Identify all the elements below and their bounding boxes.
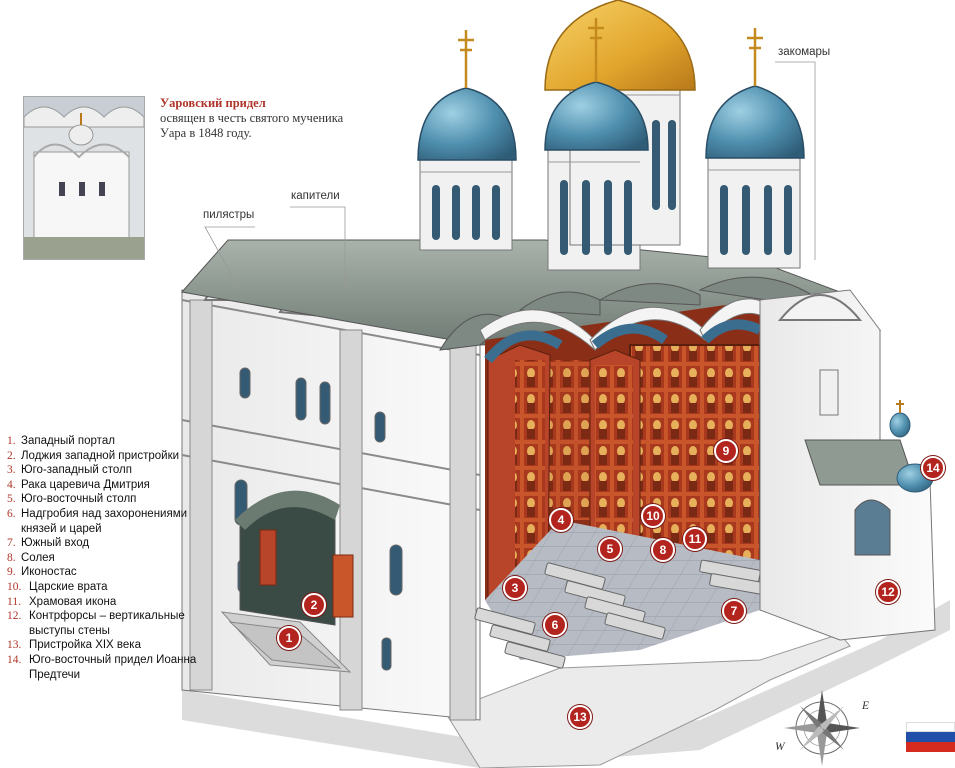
tombs bbox=[474, 559, 766, 669]
label-pilyastry: пилястры bbox=[203, 209, 255, 221]
marker-8: 8 bbox=[651, 538, 675, 562]
legend-num: 8. bbox=[7, 551, 16, 564]
legend-num: 9. bbox=[7, 566, 16, 579]
marker-1: 1 bbox=[277, 626, 301, 650]
marker-5: 5 bbox=[598, 537, 622, 561]
legend-text: Рака царевича Дмитрия bbox=[21, 478, 150, 491]
legend-item: 7. Южный вход bbox=[7, 536, 222, 551]
legend-text: Юго-восточный придел Иоанна Предтечи bbox=[29, 653, 197, 681]
legend-text: Царские врата bbox=[29, 580, 108, 593]
legend-item: 10. Царские врата bbox=[7, 580, 222, 595]
legend-num: 7. bbox=[7, 537, 16, 550]
annex-13 bbox=[444, 633, 851, 768]
marker-13: 13 bbox=[568, 705, 592, 729]
gold-dome bbox=[544, 0, 696, 91]
blue-dome-west bbox=[417, 87, 517, 161]
marker-12: 12 bbox=[876, 580, 900, 604]
legend-text: Иконостас bbox=[21, 566, 77, 579]
legend-num: 14. bbox=[7, 653, 22, 666]
legend-text: Солея bbox=[21, 551, 55, 564]
flag-stripe-white bbox=[906, 722, 955, 732]
legend: 1. Западный портал 2. Лоджия западной прис… bbox=[7, 434, 222, 682]
legend-text: Юго-восточный столп bbox=[21, 493, 137, 506]
legend-num: 1. bbox=[7, 435, 16, 447]
legend-num: 6. bbox=[7, 507, 16, 520]
marker-14: 14 bbox=[921, 456, 945, 480]
blue-dome-center bbox=[544, 81, 649, 151]
legend-item: 1. Западный портал bbox=[7, 434, 222, 449]
blue-dome-east bbox=[705, 85, 805, 159]
legend-num: 13. bbox=[7, 639, 22, 652]
marker-6: 6 bbox=[543, 613, 567, 637]
compass-rose bbox=[784, 690, 860, 766]
legend-item: 6. Надгробия над захоронениями князей и ц… bbox=[7, 507, 222, 536]
legend-num: 3. bbox=[7, 464, 16, 477]
legend-item: 2. Лоджия западной пристройки bbox=[7, 449, 222, 464]
legend-num: 2. bbox=[7, 449, 16, 462]
marker-10: 10 bbox=[641, 504, 665, 528]
legend-num: 10. bbox=[7, 580, 22, 593]
legend-item: 8. Солея bbox=[7, 551, 222, 566]
legend-item: 9. Иконостас bbox=[7, 565, 222, 580]
uar-chapel-callout: Уаровский придел освящен в честь святого… bbox=[160, 96, 350, 141]
legend-num: 5. bbox=[7, 493, 16, 506]
compass-w: W bbox=[775, 741, 785, 753]
legend-text: Южный вход bbox=[21, 537, 90, 550]
crosses bbox=[458, 18, 763, 88]
flag-stripe-red bbox=[906, 742, 955, 752]
marker-9: 9 bbox=[714, 439, 738, 463]
chapel-photo-image bbox=[24, 97, 144, 259]
legend-text: Пристройка XIX века bbox=[29, 639, 141, 652]
legend-item: 11. Храмовая икона bbox=[7, 595, 222, 610]
legend-item: 13. Пристройка XIX века bbox=[7, 638, 222, 653]
legend-num: 4. bbox=[7, 478, 16, 491]
compass-e: E bbox=[862, 700, 870, 712]
legend-text: Юго-западный столп bbox=[21, 464, 132, 477]
marker-7: 7 bbox=[722, 599, 746, 623]
marker-11: 11 bbox=[683, 527, 707, 551]
marker-2: 2 bbox=[302, 593, 326, 617]
callout-text: освящен в честь святого мученика Уара в … bbox=[160, 111, 344, 140]
label-zakomary: закомары bbox=[778, 46, 831, 58]
chapel-photo bbox=[23, 96, 145, 260]
label-kapiteli: капители bbox=[291, 190, 340, 202]
marker-3: 3 bbox=[503, 576, 527, 600]
legend-item: 3. Юго-западный столп bbox=[7, 463, 222, 478]
legend-text: Лоджия западной пристройки bbox=[21, 449, 180, 462]
legend-text: Контрфорсы – вертикальные выступы стены bbox=[29, 610, 185, 637]
legend-item: 12. Контрфорсы – вертикальные выступы сте… bbox=[7, 609, 222, 638]
marker-4: 4 bbox=[549, 508, 573, 532]
legend-num: 11. bbox=[7, 595, 21, 608]
legend-text: Надгробия над захоронениями князей и цар… bbox=[21, 507, 188, 535]
russian-flag bbox=[906, 722, 955, 752]
legend-text: Западный портал bbox=[21, 435, 115, 447]
base-platform bbox=[182, 600, 950, 768]
flag-stripe-blue bbox=[906, 732, 955, 742]
legend-text: Храмовая икона bbox=[29, 595, 117, 608]
legend-item: 4. Рака царевича Дмитрия bbox=[7, 478, 222, 493]
legend-num: 12. bbox=[7, 610, 22, 623]
legend-item: 14. Юго-восточный придел Иоанна Предтечи bbox=[7, 653, 222, 682]
callout-title: Уаровский придел bbox=[160, 96, 266, 110]
legend-item: 5. Юго-восточный столп bbox=[7, 492, 222, 507]
